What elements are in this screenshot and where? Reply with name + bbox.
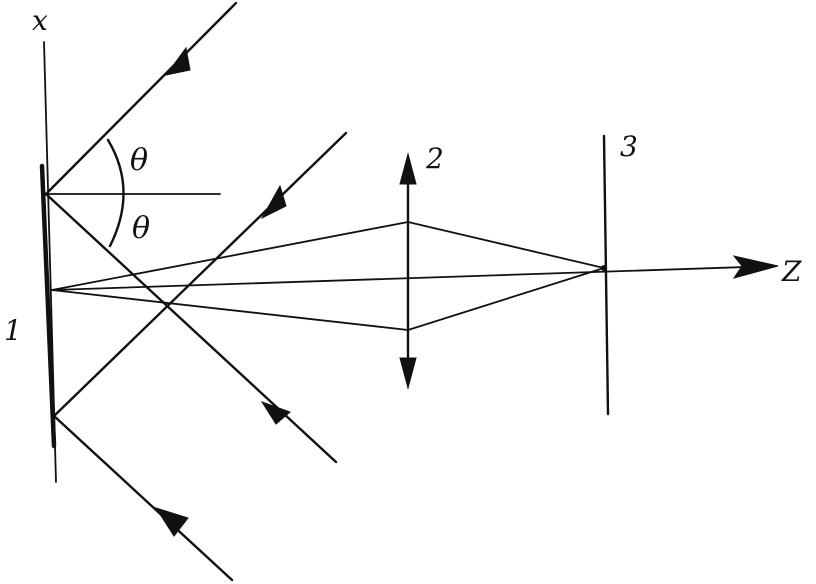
incident-ray-2	[52, 131, 348, 418]
ray-to-focus-upper	[407, 221, 605, 269]
ray-1-arrow-head	[164, 46, 191, 76]
screen-element-3	[602, 134, 610, 416]
lens-top-arrow-head	[399, 152, 417, 185]
ray-to-focus-lower	[407, 267, 605, 331]
focal-point	[601, 265, 607, 271]
x-axis-label: x	[32, 4, 48, 37]
grating-element-1	[39, 163, 57, 449]
incident-ray-3	[52, 414, 234, 582]
element-2-label: 2	[425, 142, 444, 175]
reflected-ray-upper	[44, 192, 338, 464]
theta-lower-label: θ	[132, 211, 150, 246]
element-3-label: 3	[620, 130, 638, 163]
incident-ray-1	[44, 1, 238, 196]
z-axis-label: Z	[781, 255, 802, 288]
element-1-label: 1	[4, 314, 22, 347]
angle-arc	[106, 138, 125, 248]
theta-upper-label: θ	[130, 143, 148, 178]
lens-bottom-arrow-head	[399, 357, 417, 390]
z-axis-arrow-head	[732, 255, 779, 279]
reflected-ray-upper-arrow-head	[260, 401, 291, 425]
ray-to-lens-lower	[51, 289, 409, 331]
ray-to-lens-upper	[51, 221, 409, 291]
ray-3-arrow-head	[154, 507, 189, 537]
ray-2-arrow-head	[260, 184, 287, 220]
z-axis-line	[51, 265, 777, 291]
